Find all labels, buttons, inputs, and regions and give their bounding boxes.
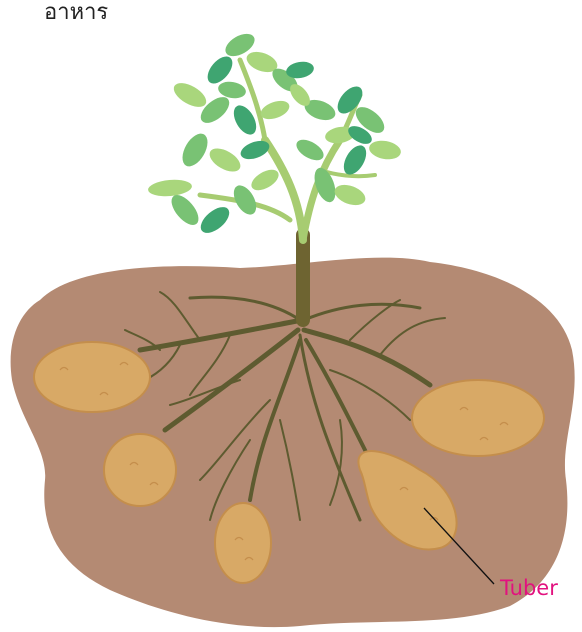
tuber-label: Tuber bbox=[500, 576, 558, 600]
tuber-1 bbox=[34, 342, 150, 412]
tuber-3 bbox=[215, 503, 271, 583]
tuber-2 bbox=[104, 434, 176, 506]
leaves bbox=[147, 29, 402, 238]
tuber-5 bbox=[412, 380, 544, 456]
